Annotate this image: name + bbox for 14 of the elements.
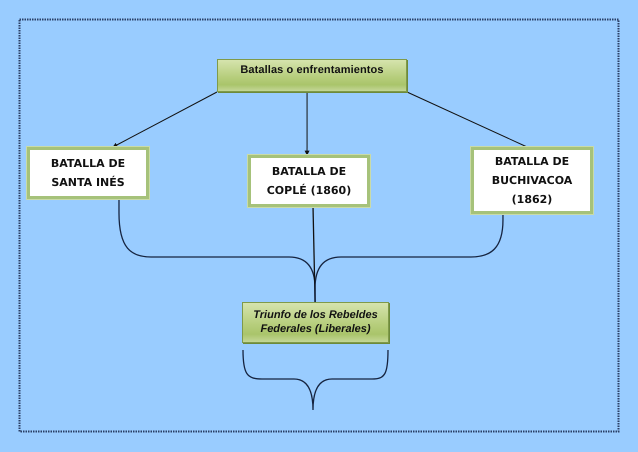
arrow (304, 92, 310, 156)
result-box (242, 302, 389, 343)
node-text: BATALLA DE SANTA INÉS (50, 156, 126, 191)
connector-line (406, 92, 528, 148)
topic-box (217, 59, 407, 92)
node-text: Triunfo de los Rebeldes Federales (Liberales) (252, 308, 379, 336)
arrow (112, 92, 218, 148)
node-text: Batallas o enfrentamientos (240, 64, 384, 76)
battle-box (248, 155, 370, 207)
connector-line (314, 214, 504, 302)
battle-box (471, 147, 593, 214)
node-text: BATALLA DE BUCHIVACOA (1862) (490, 154, 574, 208)
battle-box (27, 147, 149, 199)
node-text: BATALLA DE COPLÉ (1860) (266, 164, 352, 199)
